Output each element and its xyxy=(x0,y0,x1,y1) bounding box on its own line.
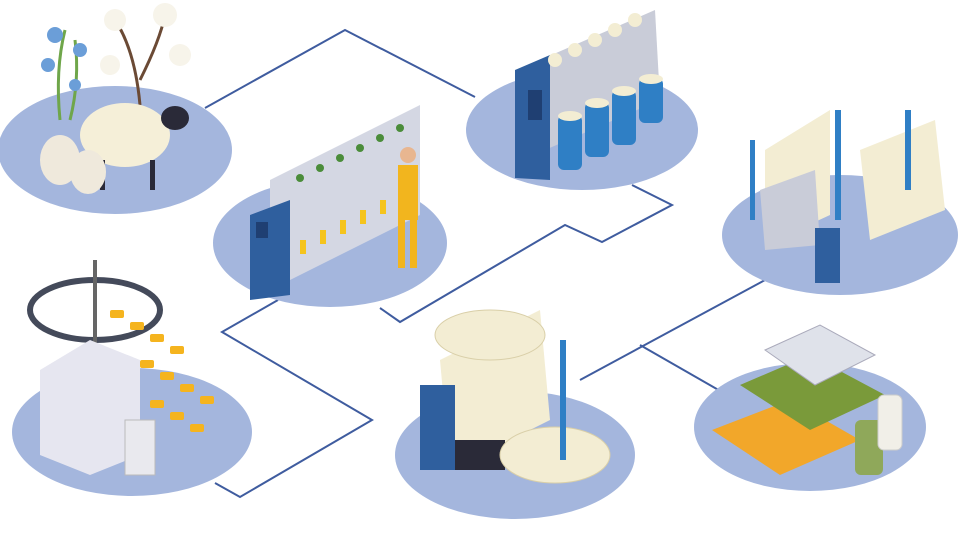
connector-lines xyxy=(204,28,766,499)
winding-machine-worker-icon xyxy=(250,105,420,300)
circular-knitting-machine-icon xyxy=(27,260,214,476)
raw-fiber-sheep-cotton-icon xyxy=(40,3,191,194)
connector-spinning-to-rolling xyxy=(379,184,675,324)
connector-rolling-to-textiles xyxy=(639,344,723,393)
connector-sheep-to-spinning xyxy=(204,28,476,109)
fabric-rolling-machine-icon xyxy=(420,309,611,484)
connector-rolling-to-finishing xyxy=(579,279,766,381)
connector-winding-to-knitting xyxy=(214,299,374,499)
spinning-frame-icon xyxy=(515,10,663,180)
finished-textiles-stack-icon xyxy=(712,324,903,475)
fabric-finishing-machine-icon xyxy=(750,110,945,283)
